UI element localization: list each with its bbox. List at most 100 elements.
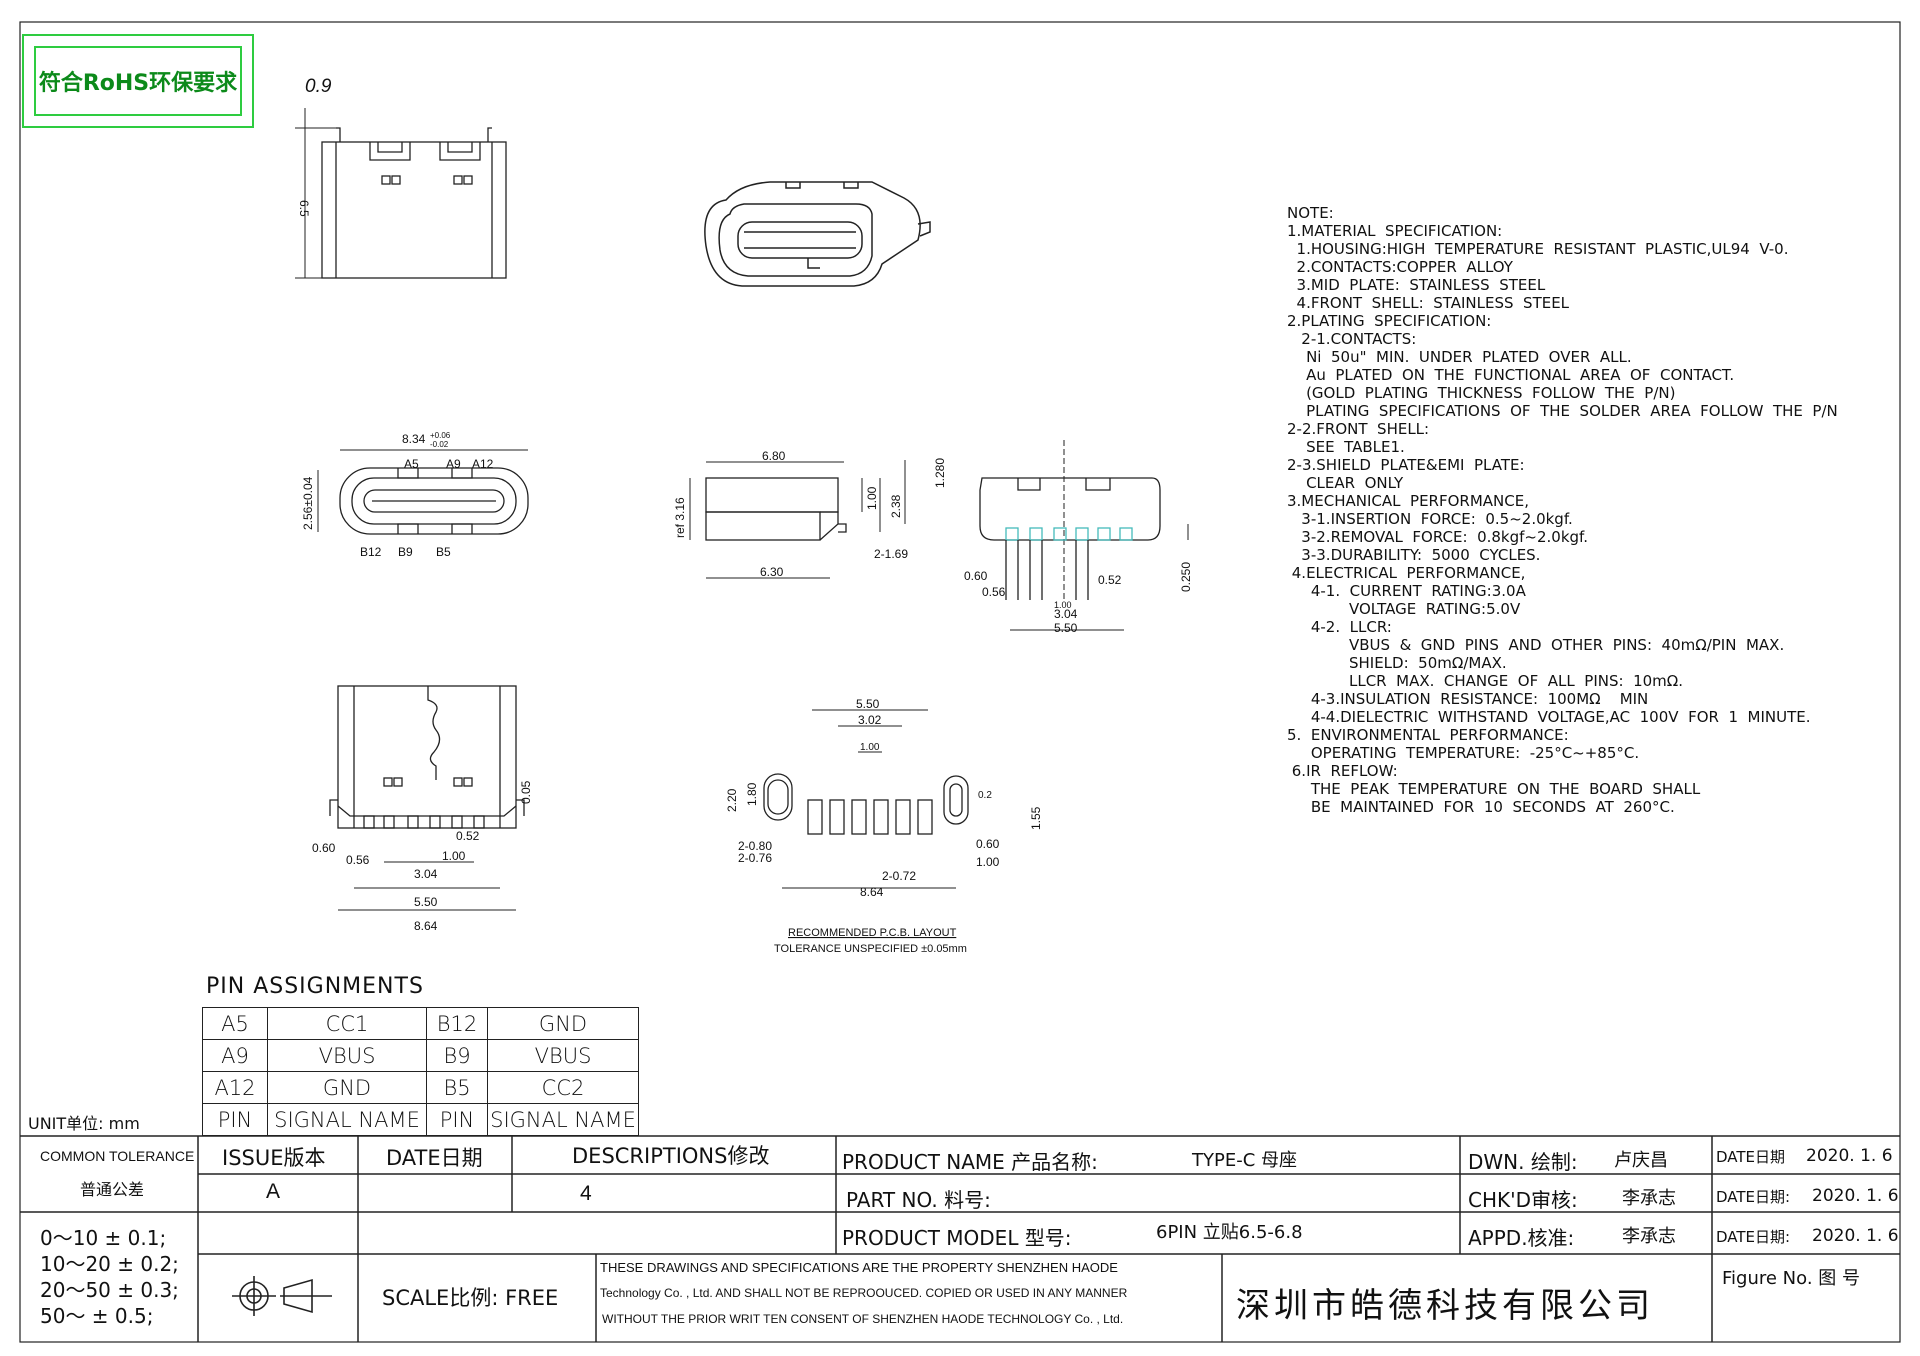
dim-0.05: 0.05 [519, 780, 533, 804]
note-line: 4-1. CURRENT RATING:3.0A [1287, 582, 1526, 600]
dim-6.30: 6.30 [760, 565, 784, 579]
dim-2.38: 2.38 [889, 494, 903, 518]
signal-cell: GND [487, 1007, 639, 1040]
signal-cell: SIGNAL NAME [487, 1103, 639, 1136]
date-chk-label: DATE日期: [1716, 1188, 1791, 1206]
label-b12: B12 [360, 545, 382, 559]
note-line: VBUS & GND PINS AND OTHER PINS: 40mΩ/PIN… [1287, 636, 1785, 654]
chk-label: CHK'D审核: [1468, 1188, 1578, 1212]
note-line: 3-1.INSERTION FORCE: 0.5~2.0kgf. [1287, 510, 1573, 528]
isometric-view [704, 181, 931, 287]
projection-symbol-icon [232, 1276, 332, 1316]
dim-2.56: 2.56±0.04 [301, 476, 315, 530]
pcb-layout [763, 709, 969, 889]
pcb-dim-2-0.76: 2-0.76 [738, 851, 772, 865]
unit-label: UNIT单位: mm [28, 1114, 140, 1133]
note-line: OPERATING TEMPERATURE: -25°C~+85°C. [1287, 744, 1640, 762]
pcb-dim-1.00: 1.00 [860, 742, 880, 753]
dim-0.60: 0.60 [964, 569, 988, 583]
pin-assignments-title: PIN ASSIGNMENTS [206, 974, 424, 999]
note-line: 2-1.CONTACTS: [1287, 330, 1417, 348]
label-b9: B9 [398, 545, 413, 559]
note-line: 2.CONTACTS:COPPER ALLOY [1287, 258, 1513, 276]
label-b5: B5 [436, 545, 451, 559]
pcb-dim-0.60: 0.60 [976, 837, 1000, 851]
note-line: 3.MID PLATE: STAINLESS STEEL [1287, 276, 1546, 294]
pin-cell: A9 [202, 1039, 268, 1072]
label-a12: A12 [472, 457, 494, 471]
date-dwn-value: 2020. 1. 6 [1806, 1146, 1893, 1166]
dim-6.80: 6.80 [762, 449, 786, 463]
property-notice-line2: Technology Co. , Ltd. AND SHALL NOT BE R… [600, 1286, 1128, 1300]
pcb-dim-1.55: 1.55 [1029, 806, 1043, 830]
dim-0.9: 0.9 [305, 76, 332, 97]
dim-1.00-c: 1.00 [442, 849, 466, 863]
pin-cell: PIN [426, 1103, 488, 1136]
dim-8.34: 8.34 [402, 432, 426, 446]
dim-2-1.69: 2-1.69 [874, 547, 908, 561]
pcb-dim-1.00-b: 1.00 [976, 855, 1000, 869]
dim-0.56-b: 0.56 [346, 853, 370, 867]
dim-0.52-b: 0.52 [456, 829, 480, 843]
pin-cell: B12 [426, 1007, 488, 1040]
signal-cell: VBUS [267, 1039, 427, 1072]
note-line: (GOLD PLATING THICKNESS FOLLOW THE P/N) [1287, 384, 1676, 402]
property-notice-line3: WITHOUT THE PRIOR WRIT TEN CONSENT OF SH… [602, 1312, 1124, 1326]
top-view-bottom [329, 685, 525, 911]
chk-value: 李承志 [1622, 1188, 1676, 1209]
tolerance-1: 10～20 ± 0.2; [40, 1252, 179, 1276]
signal-cell: CC1 [267, 1007, 427, 1040]
dim-3.04: 3.04 [1054, 607, 1078, 621]
pcb-dim-2.20: 2.20 [725, 788, 739, 812]
note-line: SHIELD: 50mΩ/MAX. [1287, 654, 1507, 672]
pcb-dim-2-0.80: 2-0.80 [738, 839, 772, 853]
descriptions-value: 4 [580, 1182, 592, 1205]
date-dwn-label: DATE日期 [1716, 1148, 1786, 1166]
descriptions-label: DESCRIPTIONS修改 [572, 1144, 770, 1168]
pcb-dim-0.2: 0.2 [978, 790, 992, 801]
side-view-top [295, 108, 507, 279]
note-line: 4-4.DIELECTRIC WITHSTAND VOLTAGE,AC 100V… [1287, 708, 1811, 726]
pcb-dim-5.50: 5.50 [856, 697, 880, 711]
note-line: 6.IR REFLOW: [1287, 762, 1398, 780]
dim-5.50-b: 5.50 [414, 895, 438, 909]
note-line: 3.MECHANICAL PERFORMANCE, [1287, 492, 1529, 510]
dwn-value: 卢庆昌 [1614, 1150, 1668, 1171]
dim-8.34-tol-dn: -0.02 [430, 440, 449, 449]
issue-label: ISSUE版本 [222, 1146, 326, 1170]
dwn-label: DWN. 绘制: [1468, 1150, 1578, 1174]
rohs-stamp: 符合RoHS环保要求 [22, 34, 254, 128]
pcb-dim-2-0.72: 2-0.72 [882, 869, 916, 883]
dim-0.250: 0.250 [1179, 562, 1193, 592]
note-line: 3-2.REMOVAL FORCE: 0.8kgf~2.0kgf. [1287, 528, 1588, 546]
pin-cell: A12 [202, 1071, 268, 1104]
appd-value: 李承志 [1622, 1226, 1676, 1247]
note-line: BE MAINTAINED FOR 10 SECONDS AT 260°C. [1287, 798, 1675, 816]
dim-8.34-tol-up: +0.06 [430, 431, 451, 440]
company-name: 深圳市皓德科技有限公司 [1236, 1286, 1654, 1326]
note-line: 5. ENVIRONMENTAL PERFORMANCE: [1287, 726, 1569, 744]
product-model-label: PRODUCT MODEL 型号: [842, 1226, 1072, 1250]
notes-block: NOTE:1.MATERIAL SPECIFICATION: 1.HOUSING… [1287, 204, 1838, 816]
title-block-grid [20, 1135, 1900, 1342]
scale-label: SCALE比例: FREE [382, 1286, 559, 1310]
note-line: NOTE: [1287, 204, 1334, 222]
note-line: VOLTAGE RATING:5.0V [1287, 600, 1521, 618]
signal-cell: VBUS [487, 1039, 639, 1072]
product-name-value: TYPE-C 母座 [1192, 1150, 1298, 1171]
note-line: 1.HOUSING:HIGH TEMPERATURE RESISTANT PLA… [1287, 240, 1789, 258]
pin-cell: A5 [202, 1007, 268, 1040]
dim-3.04-b: 3.04 [414, 867, 438, 881]
note-line: 2.PLATING SPECIFICATION: [1287, 312, 1492, 330]
dim-8.64: 8.64 [414, 919, 438, 933]
note-line: 4.ELECTRICAL PERFORMANCE, [1287, 564, 1526, 582]
dim-1.280: 1.280 [933, 458, 947, 488]
date-appd-value: 2020. 1. 6 [1812, 1226, 1899, 1246]
pin-cell: B5 [426, 1071, 488, 1104]
